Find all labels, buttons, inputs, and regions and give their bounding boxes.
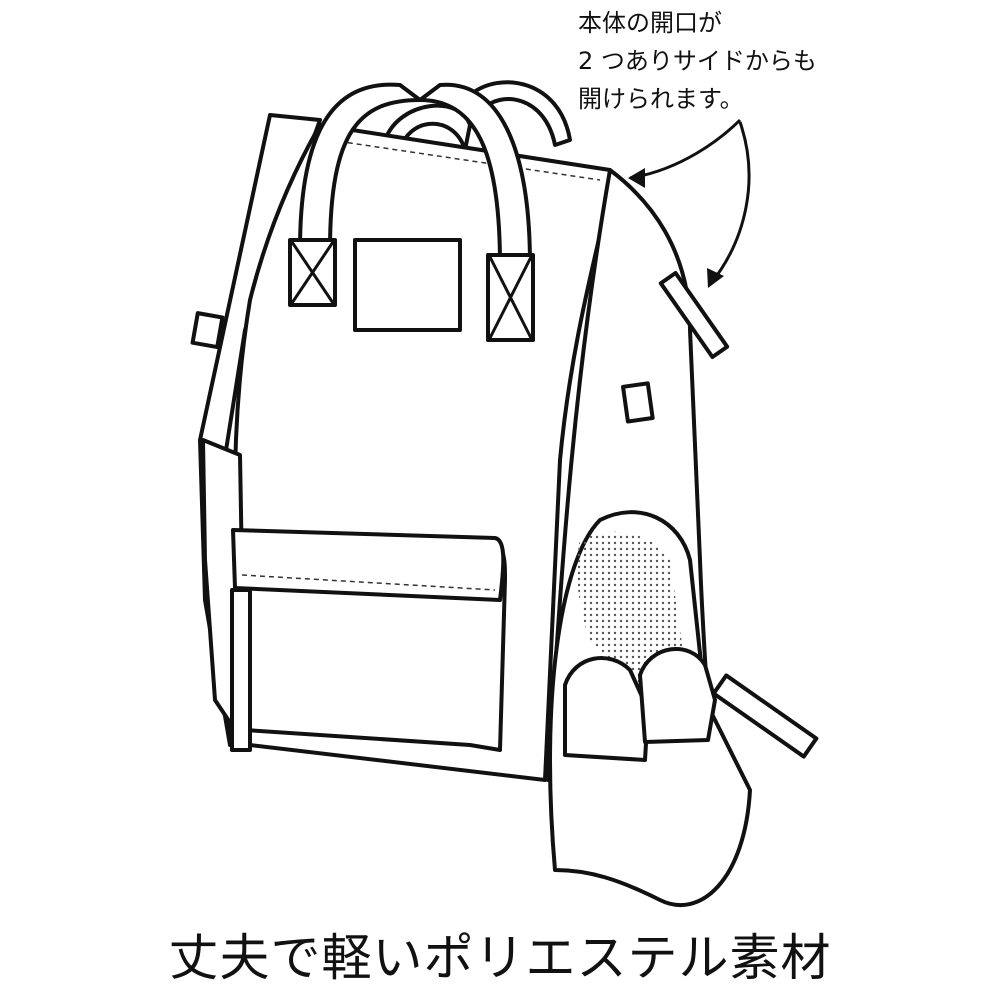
back-handle: [383, 103, 472, 152]
annotation-line: 2 つありサイドからも: [578, 47, 817, 75]
arrow-head: [628, 168, 645, 188]
zipper-pull: [190, 311, 225, 350]
side-zipper-pull: [711, 673, 819, 759]
zipper-pull: [658, 270, 730, 360]
annotation-arrow-top: [629, 118, 742, 180]
body-stitching: [329, 139, 601, 181]
front-handle-left: [298, 82, 422, 252]
pocket-zipper-pull: [230, 588, 252, 752]
label-patch: [353, 238, 462, 332]
zipper-pull: [621, 381, 655, 424]
annotation-arrow-side: [710, 121, 751, 283]
arrow-head: [707, 268, 724, 288]
annotation-line: 本体の開口が: [578, 9, 722, 37]
side-opening-annotation: 本体の開口が 2 つありサイドからも 開けられます。: [578, 4, 817, 118]
front-pocket-flap: [231, 528, 506, 602]
material-caption: 丈夫で軽いポリエステル素材: [168, 929, 832, 987]
top-zipper: [319, 123, 611, 172]
shoe-right: [638, 647, 717, 744]
annotation-line: 開けられます。: [578, 85, 744, 113]
back-handle-right: [468, 80, 572, 147]
